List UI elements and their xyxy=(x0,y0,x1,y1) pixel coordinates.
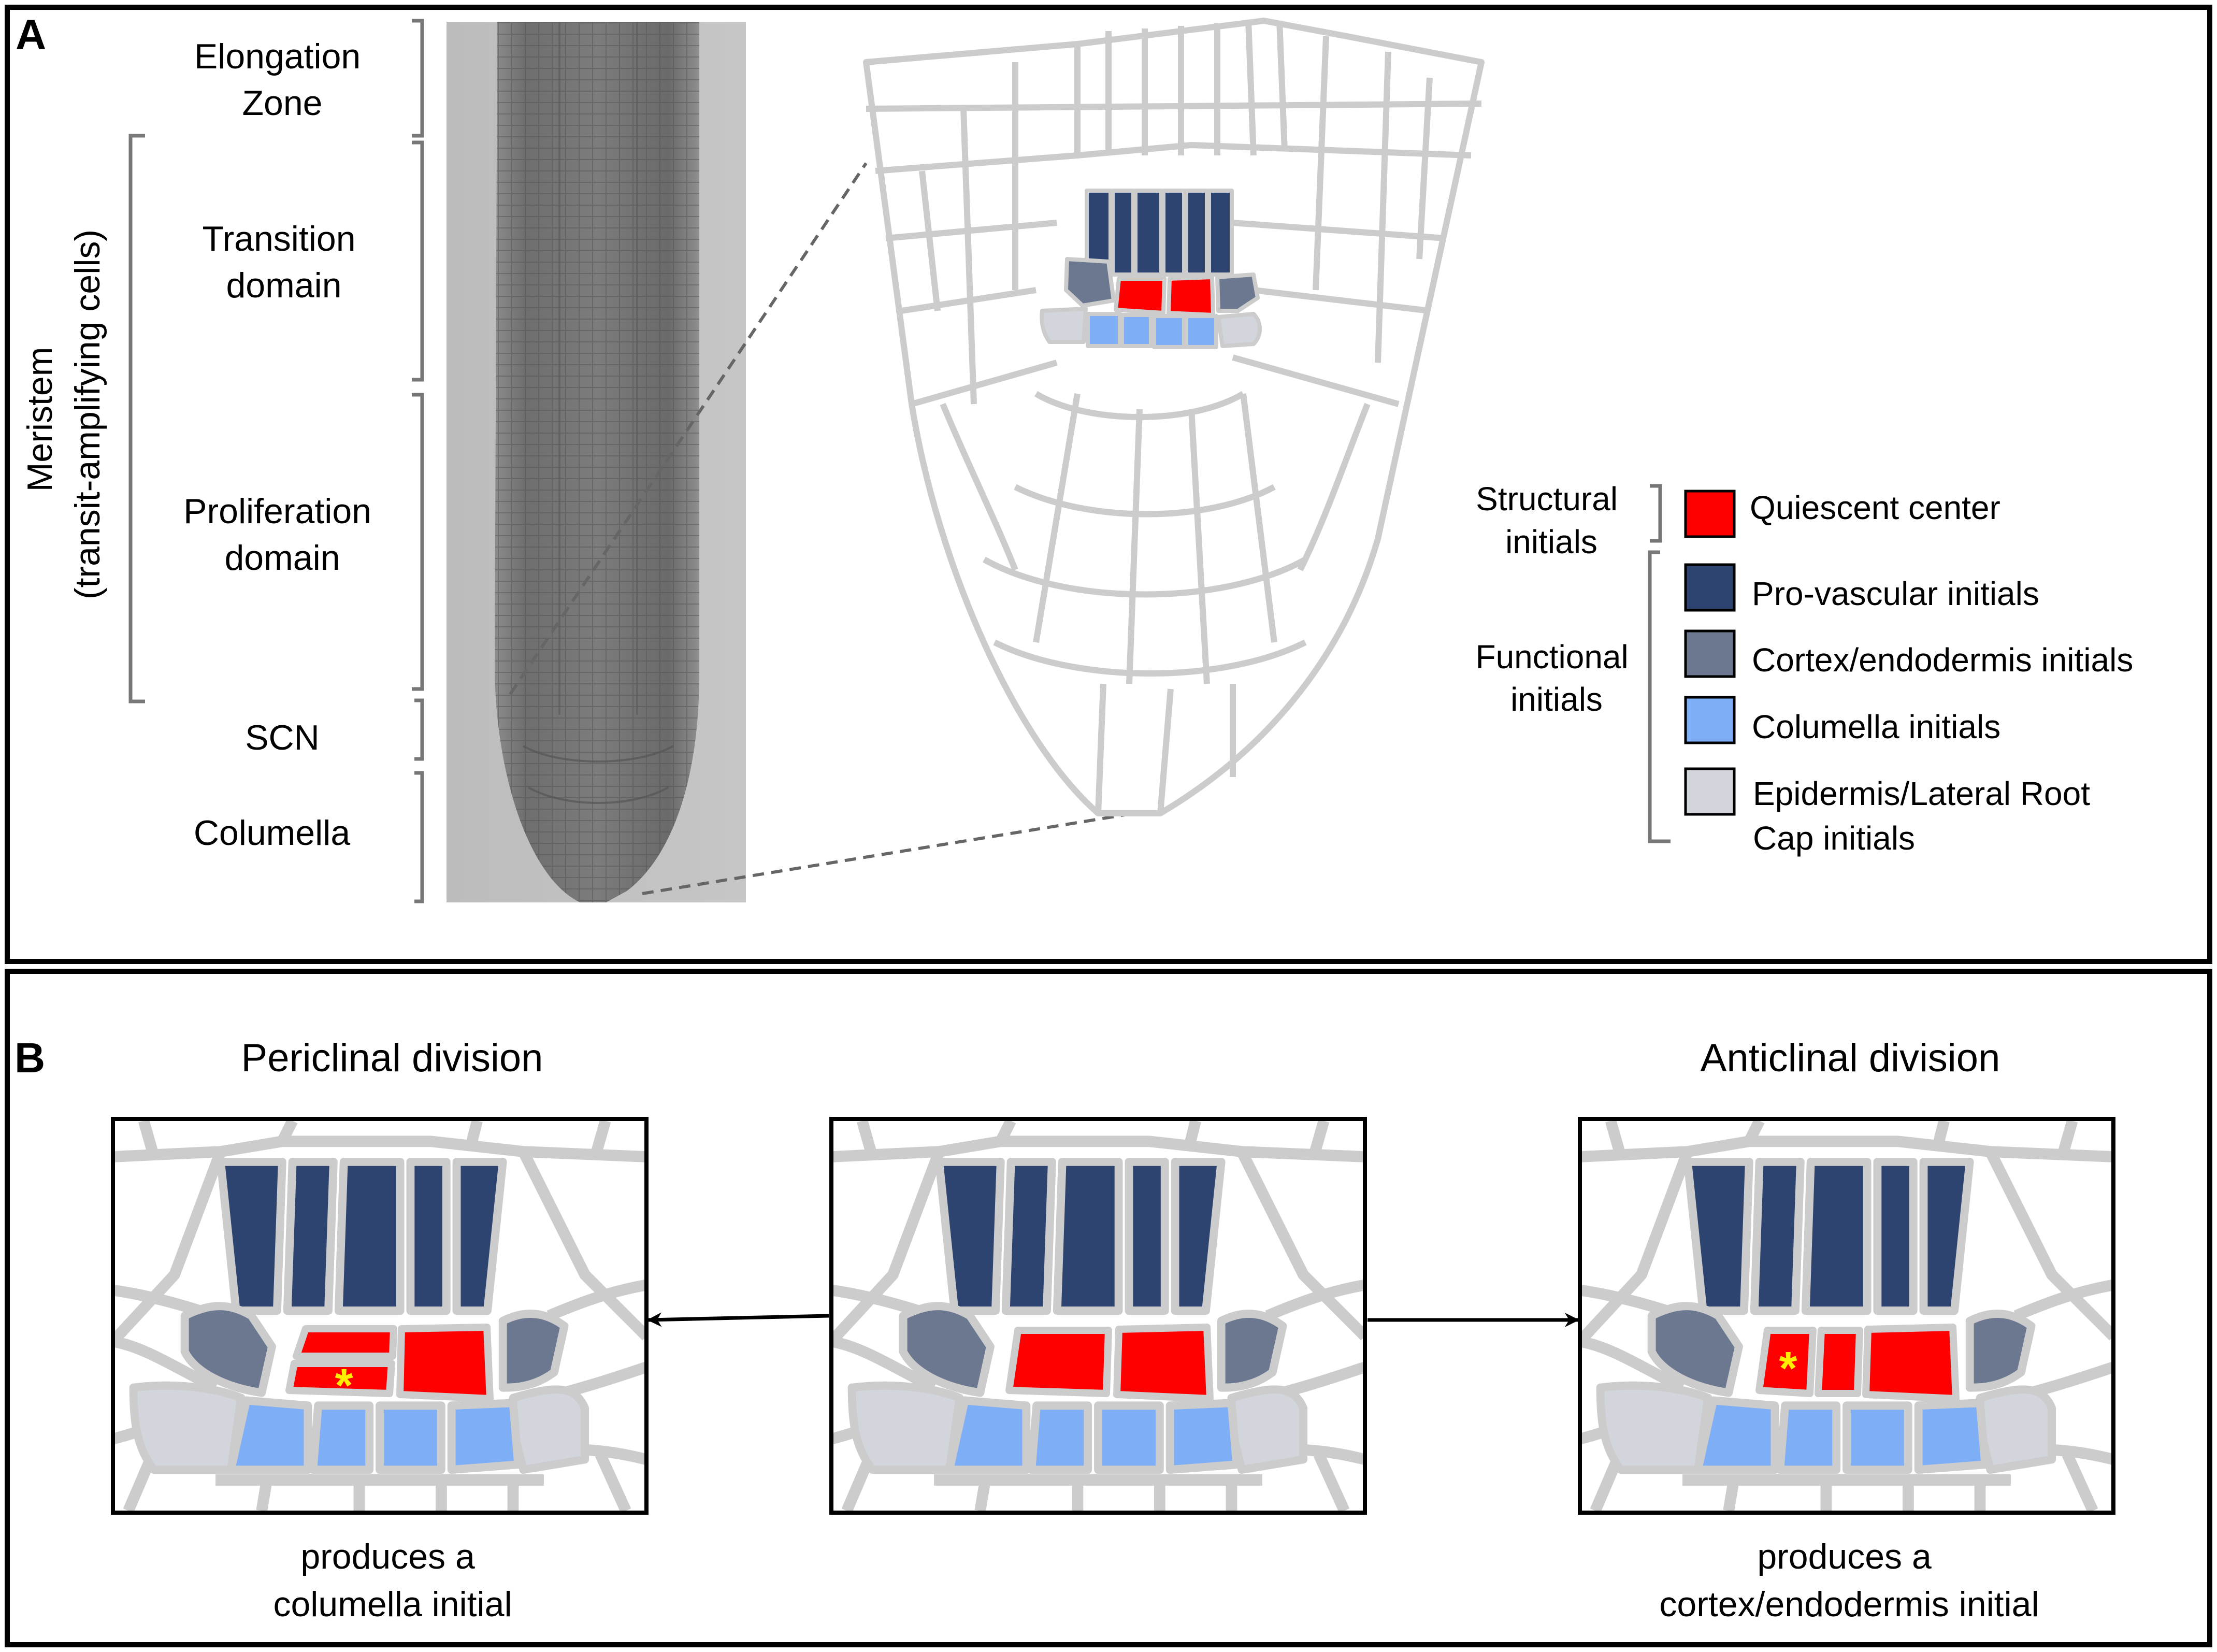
schematic-columella-cell xyxy=(1152,314,1186,349)
periclinal-caption: produces a columella initial xyxy=(273,1537,512,1624)
periclinal-qc-upper xyxy=(293,1325,397,1360)
label-columella-zone: Columella xyxy=(194,813,351,853)
schematic-columella-cell xyxy=(1086,312,1122,348)
arrow-to-periclinal xyxy=(647,1312,829,1327)
panel-a-letter: A xyxy=(16,11,46,59)
anticlinal-marker: * xyxy=(1779,1343,1797,1395)
anticlinal-title: Anticlinal division xyxy=(1701,1036,2000,1080)
legend-structural-bracket xyxy=(1650,484,1662,543)
schematic-epidermis-cell xyxy=(1216,312,1262,348)
label-transition-domain: Transition domain xyxy=(203,219,366,305)
label-scn: SCN xyxy=(245,718,320,757)
legend-label-provascular: Pro-vascular initials xyxy=(1752,575,2039,612)
center-qc-right xyxy=(1113,1324,1214,1402)
root-tip-schematic xyxy=(863,18,1485,816)
anticlinal-caption: produces a cortex/endodermis initial xyxy=(1659,1537,2039,1624)
periclinal-division-tile: * xyxy=(111,1117,649,1515)
panel-b-letter: B xyxy=(15,1035,45,1082)
schematic-provascular-cell xyxy=(1111,189,1135,277)
legend-label-epidermis: Epidermis/Lateral Root Cap initials xyxy=(1753,775,2099,857)
legend-functional-bracket xyxy=(1648,550,1671,843)
legend-label-cortex: Cortex/endodermis initials xyxy=(1752,641,2133,679)
legend-swatch-provascular xyxy=(1684,563,1736,612)
periclinal-qc-lower xyxy=(285,1360,395,1397)
legend-functional-label: Functional initials xyxy=(1475,638,1637,718)
anticlinal-qc-right xyxy=(1862,1324,1960,1402)
schematic-provascular-cell xyxy=(1207,189,1234,277)
schematic-qc-cell xyxy=(1167,275,1215,317)
schematic-provascular-cell xyxy=(1184,189,1209,277)
zoom-lines xyxy=(509,162,1135,895)
legend-swatch-cortex xyxy=(1684,629,1736,678)
schematic-qc-cell xyxy=(1114,277,1167,315)
periclinal-marker: * xyxy=(335,1360,353,1412)
legend-swatch-qc xyxy=(1684,490,1736,538)
periclinal-qc-right xyxy=(396,1324,494,1402)
legend-label-columella: Columella initials xyxy=(1752,708,2000,745)
legend: Structural initials Functional initials … xyxy=(1475,480,2133,857)
label-elongation-zone: Elongation Zone xyxy=(194,37,370,123)
schematic-provascular-cell xyxy=(1133,189,1163,277)
periclinal-title: Periclinal division xyxy=(241,1036,543,1080)
legend-swatch-epidermis xyxy=(1684,767,1736,816)
original-state-tile xyxy=(829,1117,1367,1515)
center-qc-left xyxy=(1005,1327,1112,1397)
schematic-columella-cell xyxy=(1184,314,1218,349)
zone-brackets xyxy=(128,19,424,903)
schematic-cortex-cell xyxy=(1064,257,1116,308)
label-meristem: Meristem (transit-amplifying cells) xyxy=(20,229,107,599)
schematic-cortex-cell xyxy=(1215,272,1260,313)
legend-swatch-columella xyxy=(1684,696,1736,744)
schematic-epidermis-cell xyxy=(1040,307,1088,344)
anticlinal-qc-middle xyxy=(1815,1327,1863,1397)
schematic-provascular-cell xyxy=(1161,189,1186,277)
legend-label-qc: Quiescent center xyxy=(1750,489,2000,526)
schematic-columella-cell xyxy=(1120,313,1153,348)
anticlinal-qc-left xyxy=(1755,1327,1817,1397)
anticlinal-division-tile: * xyxy=(1578,1117,2115,1515)
label-proliferation-domain: Proliferation domain xyxy=(183,492,381,578)
root-micrograph xyxy=(447,22,746,902)
legend-structural-label: Structural initials xyxy=(1476,480,1627,561)
